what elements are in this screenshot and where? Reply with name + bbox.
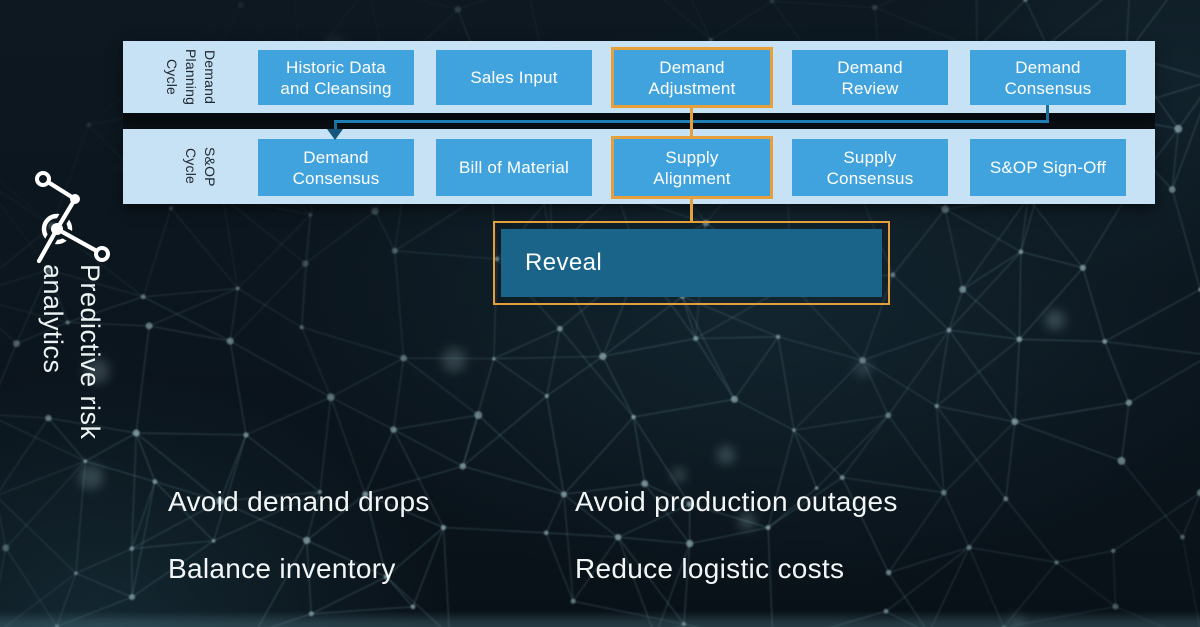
box-historic-data-and-cleansing: Historic Data and Cleansing <box>258 50 414 105</box>
connector-demand-consensus-drop <box>1046 105 1049 123</box>
sop-cycle-band: S&OP Cycle Demand Consensus Bill of Mate… <box>123 129 1155 204</box>
benefit-avoid-demand-drops: Avoid demand drops <box>168 486 430 517</box>
box-label: Demand Consensus <box>1004 57 1092 98</box>
box-label: Sales Input <box>470 68 558 87</box>
box-supply-consensus: Supply Consensus <box>792 139 948 196</box>
predictive-risk-analytics-label: Predictive risk analytics <box>38 264 105 440</box>
box-demand-adjustment: Demand Adjustment <box>614 50 770 105</box>
box-label: Demand Consensus <box>292 147 380 188</box>
box-demand-review: Demand Review <box>792 50 948 105</box>
benefit-reduce-logistic-costs: Reduce logistic costs <box>575 553 845 584</box>
box-label: S&OP Sign-Off <box>989 158 1107 177</box>
box-supply-alignment: Supply Alignment <box>614 139 770 196</box>
demand-planning-cycle-band: Demand Planning Cycle Historic Data and … <box>123 41 1155 113</box>
benefit-avoid-production-outages: Avoid production outages <box>575 486 898 517</box>
arrow-down-icon <box>327 129 343 140</box>
box-sales-input: Sales Input <box>436 50 592 105</box>
predictive-analytics-network-icon <box>33 171 110 267</box>
reveal-box: Reveal <box>493 221 890 305</box>
box-label: Demand Adjustment <box>648 57 736 98</box>
box-label: Bill of Material <box>459 158 569 177</box>
connector-supply-alignment-to-reveal <box>690 199 693 222</box>
connector-demand-consensus-stub <box>334 122 337 130</box>
box-label: Historic Data and Cleansing <box>280 57 392 98</box>
sop-cycle-label: S&OP Cycle <box>183 146 218 187</box>
box-label: Supply Alignment <box>653 147 731 188</box>
box-label: Demand Review <box>837 57 903 98</box>
benefit-balance-inventory: Balance inventory <box>168 553 396 584</box>
box-sop-sign-off: S&OP Sign-Off <box>970 139 1126 196</box>
reveal-box-fill: Reveal <box>501 229 882 297</box>
bottom-glow-strip <box>0 611 1200 627</box>
reveal-label: Reveal <box>525 249 603 276</box>
box-label: Supply Consensus <box>826 147 914 188</box>
box-demand-consensus-sop: Demand Consensus <box>258 139 414 196</box>
connector-demand-adjustment-to-supply-alignment <box>690 107 693 136</box>
demand-planning-cycle-label: Demand Planning Cycle <box>164 48 218 106</box>
box-demand-consensus-top: Demand Consensus <box>970 50 1126 105</box>
box-bill-of-material: Bill of Material <box>436 139 592 196</box>
